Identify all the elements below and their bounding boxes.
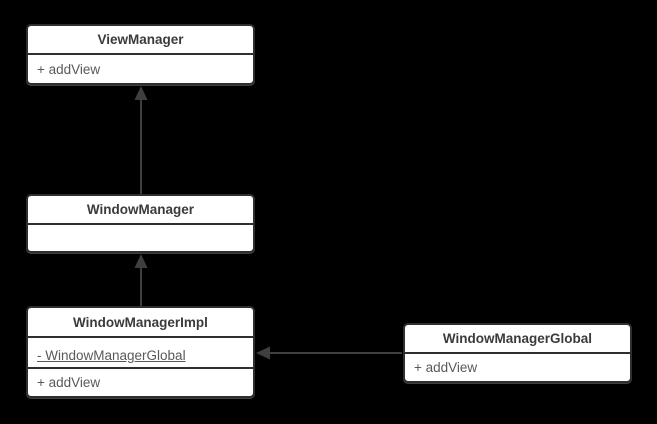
class-methods-windowmanagerimpl: + addView xyxy=(28,367,253,396)
class-title-windowmanagerglobal: WindowManagerGlobal xyxy=(442,331,593,346)
generalization-arrow-windowmanagerimpl-to-windowmanager xyxy=(134,254,148,306)
attribute-label-static: - WindowManagerGlobal xyxy=(37,348,186,363)
class-node-windowmanagerglobal[interactable]: WindowManagerGlobal + addView xyxy=(403,323,632,383)
method-label: + addView xyxy=(37,375,101,390)
method-label: + addView xyxy=(414,360,478,375)
class-node-windowmanager[interactable]: WindowManager xyxy=(26,194,255,253)
class-title-windowmanagerimpl: WindowManagerImpl xyxy=(73,314,208,330)
class-attributes-windowmanagerimpl: - WindowManagerGlobal xyxy=(28,336,253,367)
method-label: + addView xyxy=(37,61,101,77)
class-methods-windowmanagerglobal: + addView xyxy=(405,352,630,381)
class-node-viewmanager[interactable]: ViewManager + addView xyxy=(26,24,255,85)
class-title-windowmanager: WindowManager xyxy=(86,202,195,217)
class-title-viewmanager: ViewManager xyxy=(97,32,184,47)
class-node-windowmanagerimpl[interactable]: WindowManagerImpl - WindowManagerGlobal … xyxy=(26,306,255,398)
class-body-windowmanager-empty xyxy=(28,223,253,251)
class-methods-viewmanager: + addView xyxy=(28,53,253,83)
generalization-arrow-windowmanager-to-viewmanager xyxy=(134,86,148,194)
association-arrow-windowmanagerglobal-to-windowmanagerimpl xyxy=(256,346,402,360)
